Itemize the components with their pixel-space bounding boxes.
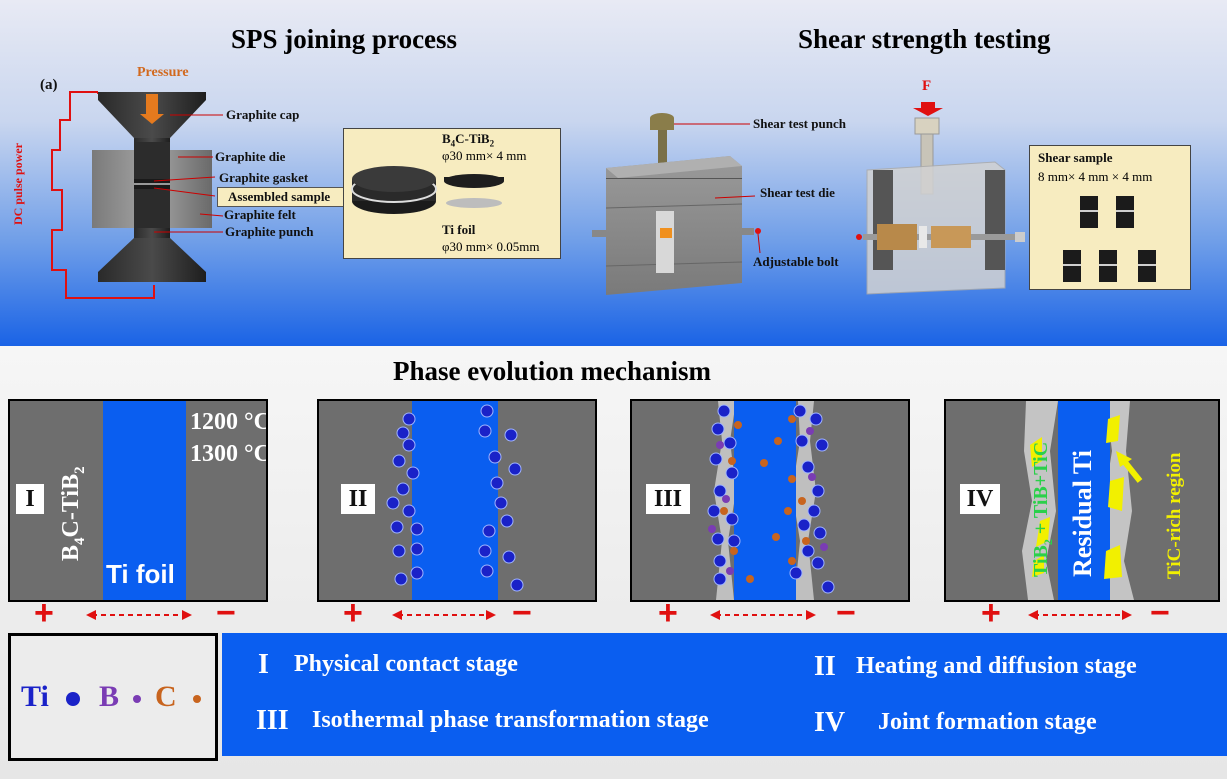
graphite-die-label: Graphite die [215, 149, 286, 164]
minus-4: − [1150, 594, 1170, 632]
joint-layers-4 [1022, 401, 1143, 600]
c-atom-icon [193, 695, 201, 703]
stage-3-roman: III [256, 705, 289, 736]
shear-title: Shear strength testing [798, 24, 1051, 54]
stage-1-text: Physical contact stage [294, 651, 518, 677]
stages-box: I Physical contact stage II Heating and … [222, 633, 1227, 756]
plus-2: + [343, 594, 363, 632]
graphite-gasket-label: Graphite gasket [219, 170, 309, 185]
stage-4-text: Joint formation stage [878, 709, 1097, 735]
shear-sample-cubes [1063, 196, 1156, 282]
dc-power-label: DC pulse power [11, 142, 25, 225]
atom-legend: Ti B C [8, 633, 218, 761]
ti-atom-icon [66, 692, 80, 706]
panel-roman-3: III [646, 484, 690, 514]
panel-roman-1: I [16, 484, 44, 514]
reaction-layers-3 [707, 401, 835, 600]
force-label: F [922, 78, 932, 94]
plus-4: + [981, 594, 1001, 632]
ti-atoms-2 [386, 404, 524, 592]
disc-icons [444, 174, 504, 208]
dim1-label: φ30 mm× 4 mm [442, 148, 527, 163]
panel-stage-3: III [630, 399, 910, 602]
shear-sample-dim: 8 mm× 4 mm × 4 mm [1038, 169, 1153, 184]
shear-die-apparatus [592, 113, 761, 295]
phase-title: Phase evolution mechanism [393, 356, 712, 386]
panel-stage-2: II [317, 399, 597, 602]
assembled-disc-icon [351, 166, 437, 214]
assembled-sample-label: Assembled sample [217, 187, 348, 207]
sps-title: SPS joining process [231, 24, 458, 54]
sps-apparatus [51, 91, 224, 299]
pressure-label: Pressure [137, 65, 189, 80]
phases-label: TiB2 + TiB+TiC [1030, 441, 1055, 577]
dim2-label: φ30 mm× 0.05mm [442, 239, 540, 254]
panel-roman-2: II [341, 484, 375, 514]
temp-2: 1300 °C [190, 441, 268, 467]
panel-stage-1: I B4C-TiB2 1200 °C 1300 °C Ti foil [8, 399, 268, 602]
plus-1: + [34, 594, 54, 632]
shear-punch-label: Shear test punch [753, 116, 846, 131]
stage-3-text: Isothermal phase transformation stage [312, 707, 709, 733]
legend-ti-label: Ti [21, 680, 49, 713]
stage-2-text: Heating and diffusion stage [856, 653, 1137, 679]
graphite-punch-label: Graphite punch [225, 224, 314, 239]
residual-ti-label: Residual Ti [1068, 450, 1097, 577]
shear-die-label: Shear test die [760, 185, 835, 200]
stage-1-roman: I [258, 649, 269, 680]
stage-4-roman: IV [814, 707, 846, 738]
minus-1: − [216, 594, 236, 632]
legend-b-label: B [99, 680, 120, 713]
stage-2-roman: II [814, 651, 836, 682]
plus-3: + [658, 594, 678, 632]
graphite-felt-label: Graphite felt [224, 207, 296, 222]
panel-stage-4: IV TiB2 + TiB+TiC Residual Ti TiC-rich r… [944, 399, 1220, 602]
ti-foil-band [103, 401, 186, 600]
tic-rich-label: TiC-rich region [1164, 452, 1185, 580]
sample-box: B4C-TiB2 φ30 mm× 4 mm Ti foil φ30 mm× 0.… [343, 128, 561, 259]
adjustable-bolt-label: Adjustable bolt [753, 254, 839, 269]
panel-roman-4: IV [960, 484, 1000, 514]
shear-sample-box: Shear sample 8 mm× 4 mm × 4 mm [1029, 145, 1191, 290]
graphite-cap-label: Graphite cap [226, 107, 300, 122]
material1-label: B4C-TiB2 [442, 131, 495, 149]
temp-1: 1200 °C [190, 409, 268, 435]
panel-label: (a) [40, 77, 58, 93]
polarity-arrows [86, 610, 1132, 620]
legend-c-label: C [155, 680, 177, 713]
b4c-tib2-label: B4C-TiB2 [58, 466, 88, 561]
ti-foil-label: Ti foil [106, 559, 175, 589]
material2-label: Ti foil [442, 222, 476, 237]
shear-sample-title: Shear sample [1038, 150, 1113, 165]
minus-2: − [512, 594, 532, 632]
shear-cutaway-apparatus [856, 102, 1025, 295]
minus-3: − [836, 594, 856, 632]
b-atom-icon [133, 695, 141, 703]
